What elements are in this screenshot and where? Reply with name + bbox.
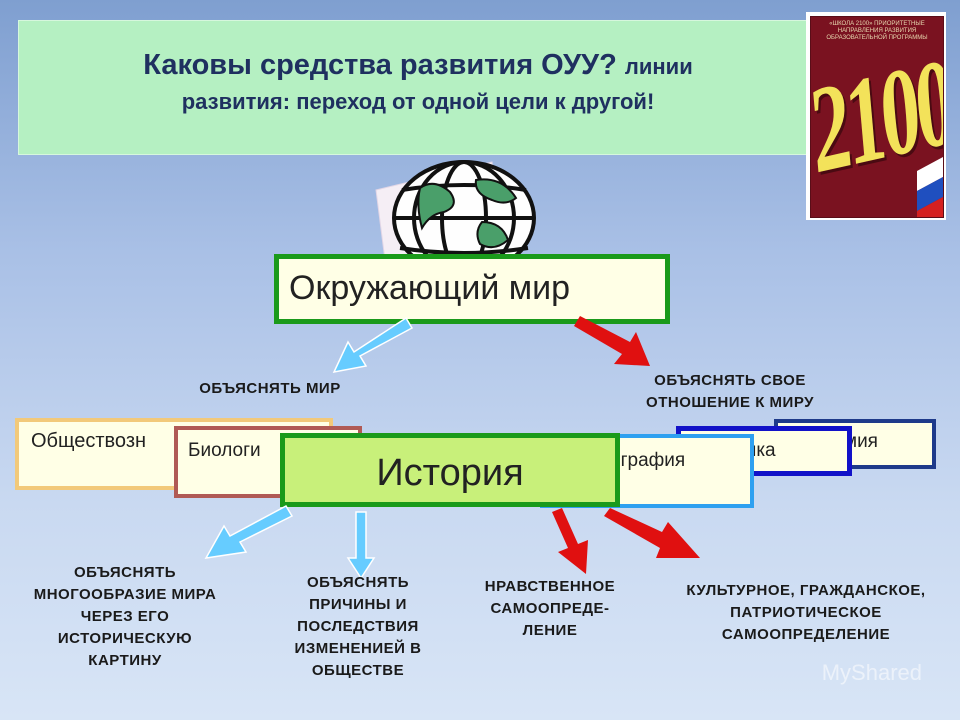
title-line-1: Каковы средства развития ОУУ? линии <box>39 47 797 85</box>
red-arrow-history-down-icon <box>548 506 598 574</box>
title-banner: Каковы средства развития ОУУ? линии разв… <box>18 20 818 155</box>
label-historical-picture: ОБЪЯСНЯТЬ МНОГООБРАЗИЕ МИРА ЧЕРЕЗ ЕГО ИС… <box>33 564 217 669</box>
label-moral-self-determination: НРАВСТВЕННОЕ САМООПРЕДЕ-ЛЕНИЕ <box>484 578 616 639</box>
title-small: линии <box>624 54 693 79</box>
book-cover: «ШКОЛА 2100» ПРИОРИТЕТНЫЕ НАПРАВЛЕНИЯ РА… <box>810 16 944 218</box>
explain-world-label: ОБЪЯСНЯТЬ МИР <box>199 380 341 397</box>
label-cultural-self-determination: КУЛЬТУРНОЕ, ГРАЖДАНСКОЕ, ПАТРИОТИЧЕСКОЕ … <box>686 582 926 643</box>
explain-attitude-label: ОБЪЯСНЯТЬ СВОЕ ОТНОШЕНИЕ К МИРУ <box>646 372 814 411</box>
book-cover-image: «ШКОЛА 2100» ПРИОРИТЕТНЫЕ НАПРАВЛЕНИЯ РА… <box>806 12 946 220</box>
red-arrow-history-right-icon <box>600 506 704 562</box>
blue-arrow-history-down-icon <box>346 510 376 580</box>
history-label: История <box>376 452 524 494</box>
social-studies-label: Обществозн <box>31 430 147 452</box>
red-arrow-right-icon <box>570 314 660 374</box>
blue-arrow-left-icon <box>320 316 420 376</box>
surrounding-world-box: Окружающий мир <box>274 254 670 324</box>
surrounding-world-label: Окружающий мир <box>289 269 571 307</box>
book-cover-text: «ШКОЛА 2100» ПРИОРИТЕТНЫЕ НАПРАВЛЕНИЯ РА… <box>826 21 928 41</box>
title-main: Каковы средства развития ОУУ? <box>143 49 617 81</box>
blue-arrow-history-left-icon <box>200 502 296 562</box>
label-causes-consequences: ОБЪЯСНЯТЬ ПРИЧИНЫ И ПОСЛЕДСТВИЯ ИЗМЕНЕНИ… <box>294 574 422 679</box>
chemistry-label: мия <box>844 431 878 452</box>
biology-label: Биологи <box>188 440 261 461</box>
title-line-2: развития: переход от одной цели к другой… <box>181 89 655 114</box>
russian-flag-icon <box>917 157 943 217</box>
history-box: История <box>280 433 620 507</box>
watermark: MyShared <box>821 660 922 685</box>
geography-label: ография <box>610 450 686 471</box>
